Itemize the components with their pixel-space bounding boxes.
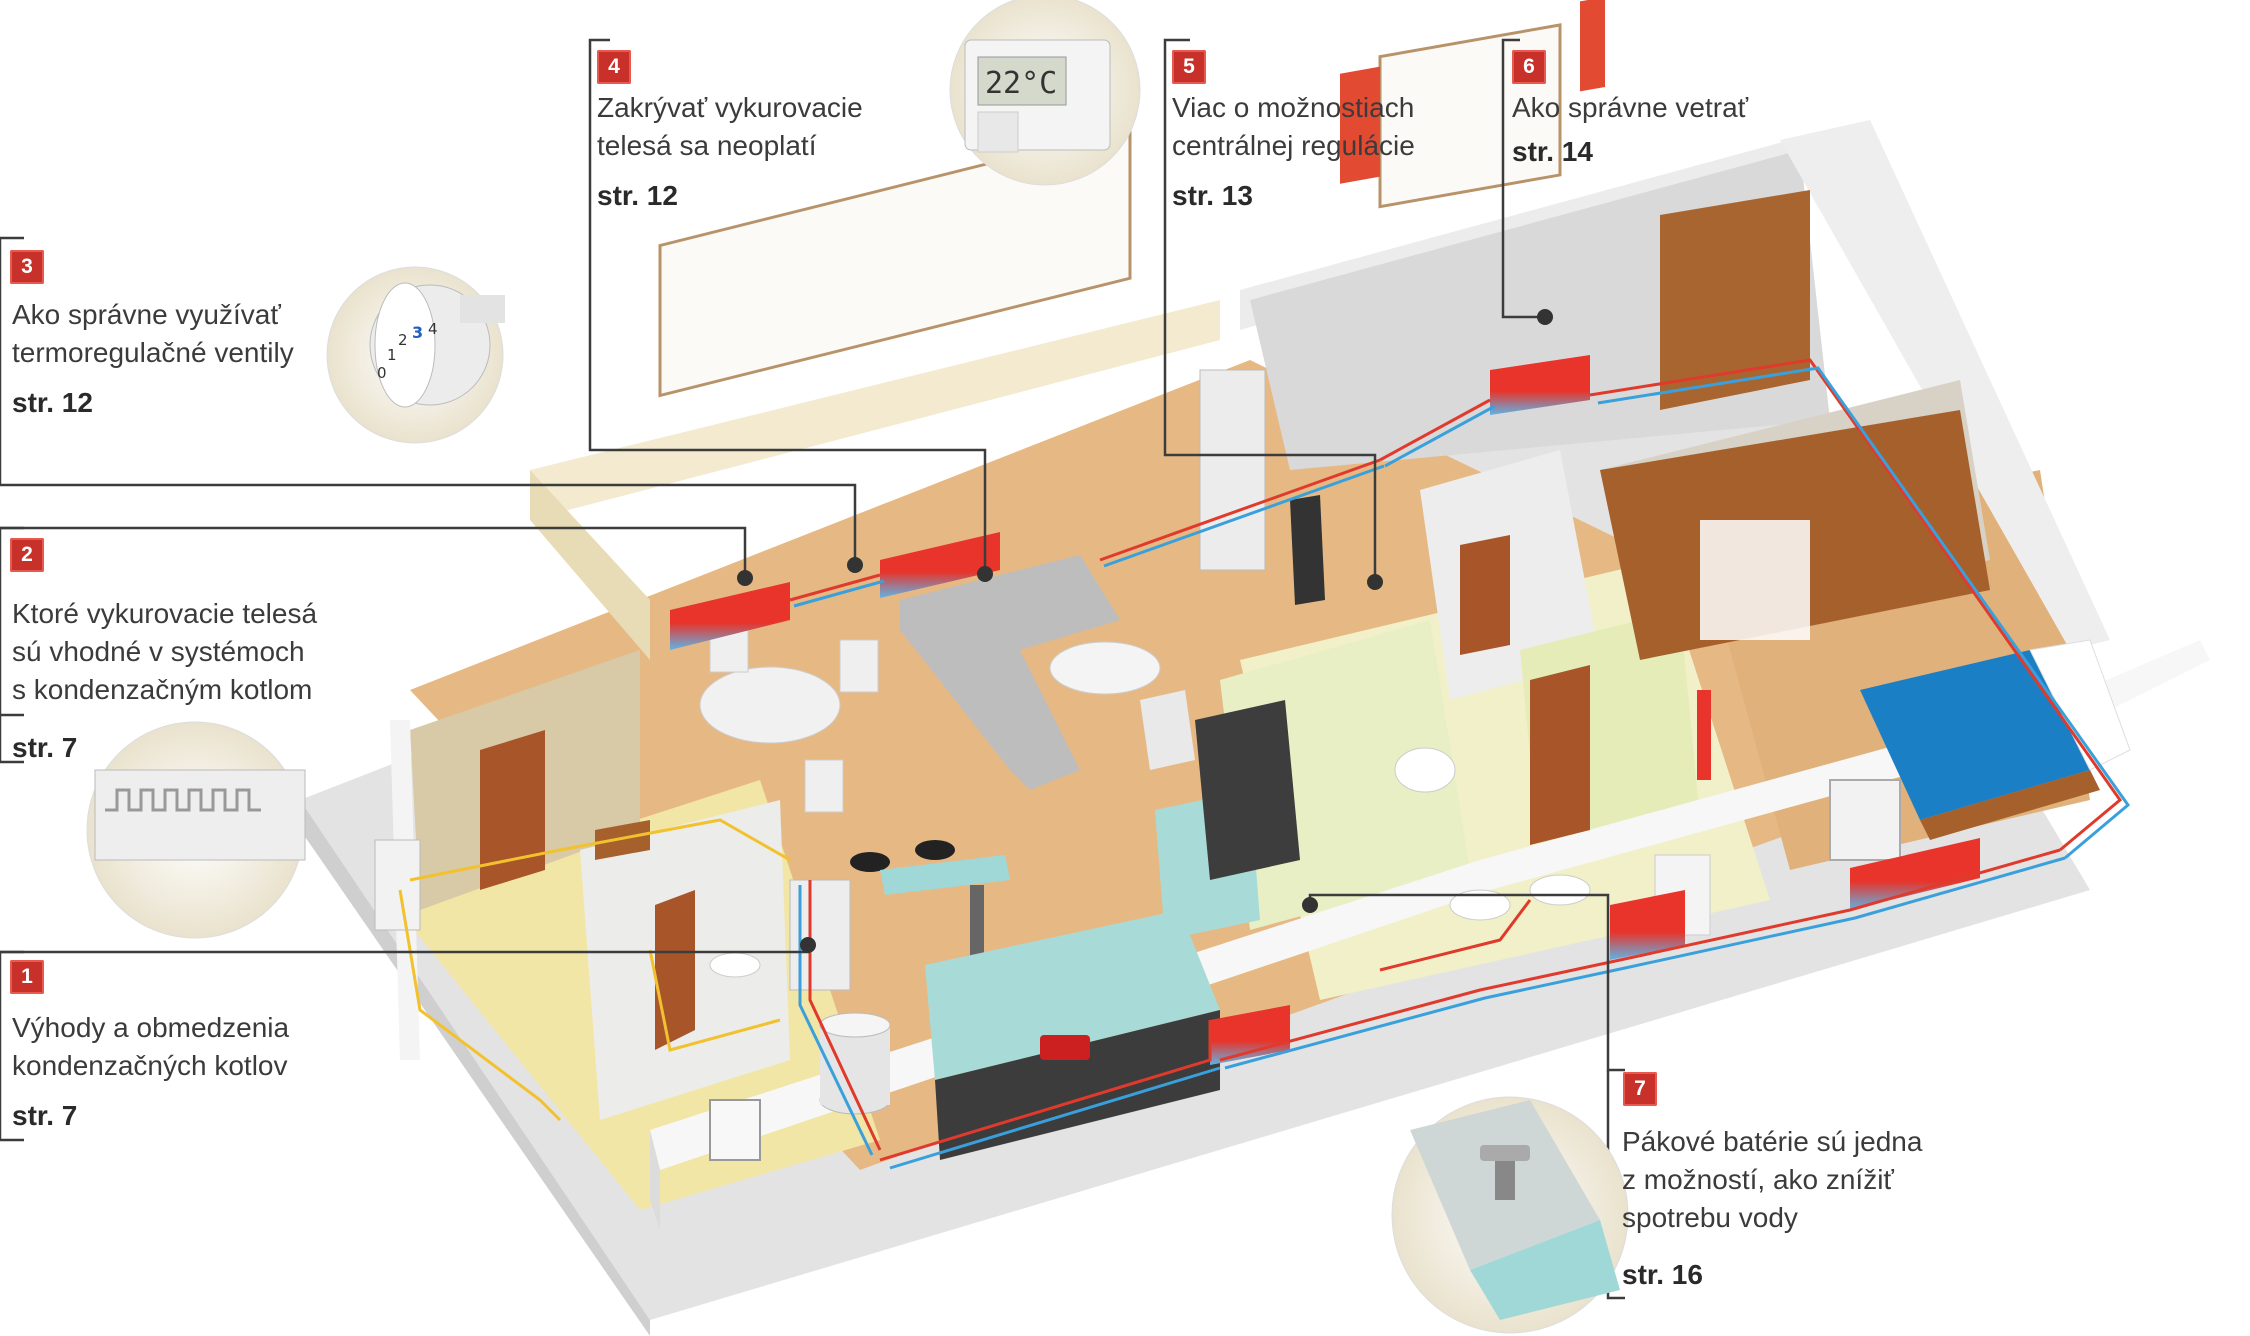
callout-2-line-1: Ktoré vykurovacie telesá: [12, 598, 318, 629]
thermostat-display: 22°C: [985, 66, 1057, 101]
callout-4-line-1: Zakrývať vykurovacie: [597, 92, 863, 123]
callout-3-line-2: termoregulačné ventily: [12, 337, 294, 368]
callout-3-badge: 3: [10, 250, 44, 284]
faucet-inset: [1391, 1096, 1629, 1334]
callout-5-line-1: Viac o možnostiach: [1172, 92, 1415, 123]
gas-pipes: [398, 818, 791, 1122]
valve-scale-0: 0: [377, 364, 387, 382]
callout-6-line-1: Ako správne vetrať: [1512, 92, 1749, 123]
callout-4-line-2: telesá sa neoplatí: [597, 130, 817, 161]
furniture: [699, 369, 1325, 1160]
callout-2-line-3: s kondenzačným kotlom: [12, 674, 313, 705]
callout-3-page: str. 12: [12, 387, 93, 418]
valve-scale-3: 3: [412, 323, 423, 342]
callout-7-line-1: Pákové batérie sú jedna: [1622, 1126, 1923, 1157]
callout-7-badge: 7: [1623, 1072, 1657, 1106]
leader-dots: [737, 309, 1553, 953]
thermostat-inset: 22°C: [949, 0, 1141, 186]
radiator-inset: [86, 721, 306, 939]
callout-2-page: str. 7: [12, 732, 78, 763]
callout-1-badge: 1: [10, 960, 44, 994]
bed: [1860, 639, 2131, 840]
callout-1-line-2: kondenzačných kotlov: [12, 1050, 288, 1081]
valve-scale-4: 4: [428, 320, 438, 338]
radiators: [670, 355, 1980, 1065]
callout-6-page: str. 14: [1512, 136, 1593, 167]
callout-5-badge: 5: [1172, 50, 1206, 84]
callout-7-line-2: z možností, ako znížiť: [1622, 1164, 1894, 1195]
callout-4-page: str. 12: [597, 180, 678, 211]
callout-4-badge: 4: [597, 50, 631, 84]
callout-2-line-2: sú vhodné v systémoch: [12, 636, 305, 667]
valve-scale-1: 1: [387, 346, 397, 364]
callout-5-page: str. 13: [1172, 180, 1253, 211]
valve-inset: 0 1 2 3 4: [326, 266, 505, 444]
callout-6-badge: 6: [1512, 50, 1546, 84]
callout-7-page: str. 16: [1622, 1259, 1703, 1290]
doors: [480, 535, 1590, 1050]
callout-5-line-2: centrálnej regulácie: [1172, 130, 1415, 161]
heating-pipes: [789, 358, 2131, 1170]
callout-2-badge: 2: [10, 538, 44, 572]
callout-1-line-1: Výhody a obmedzenia: [12, 1012, 290, 1043]
callout-7-line-3: spotrebu vody: [1622, 1202, 1798, 1233]
callout-3-line-1: Ako správne využívať: [12, 299, 281, 330]
callout-1-page: str. 7: [12, 1100, 78, 1131]
valve-scale-2: 2: [398, 331, 408, 349]
